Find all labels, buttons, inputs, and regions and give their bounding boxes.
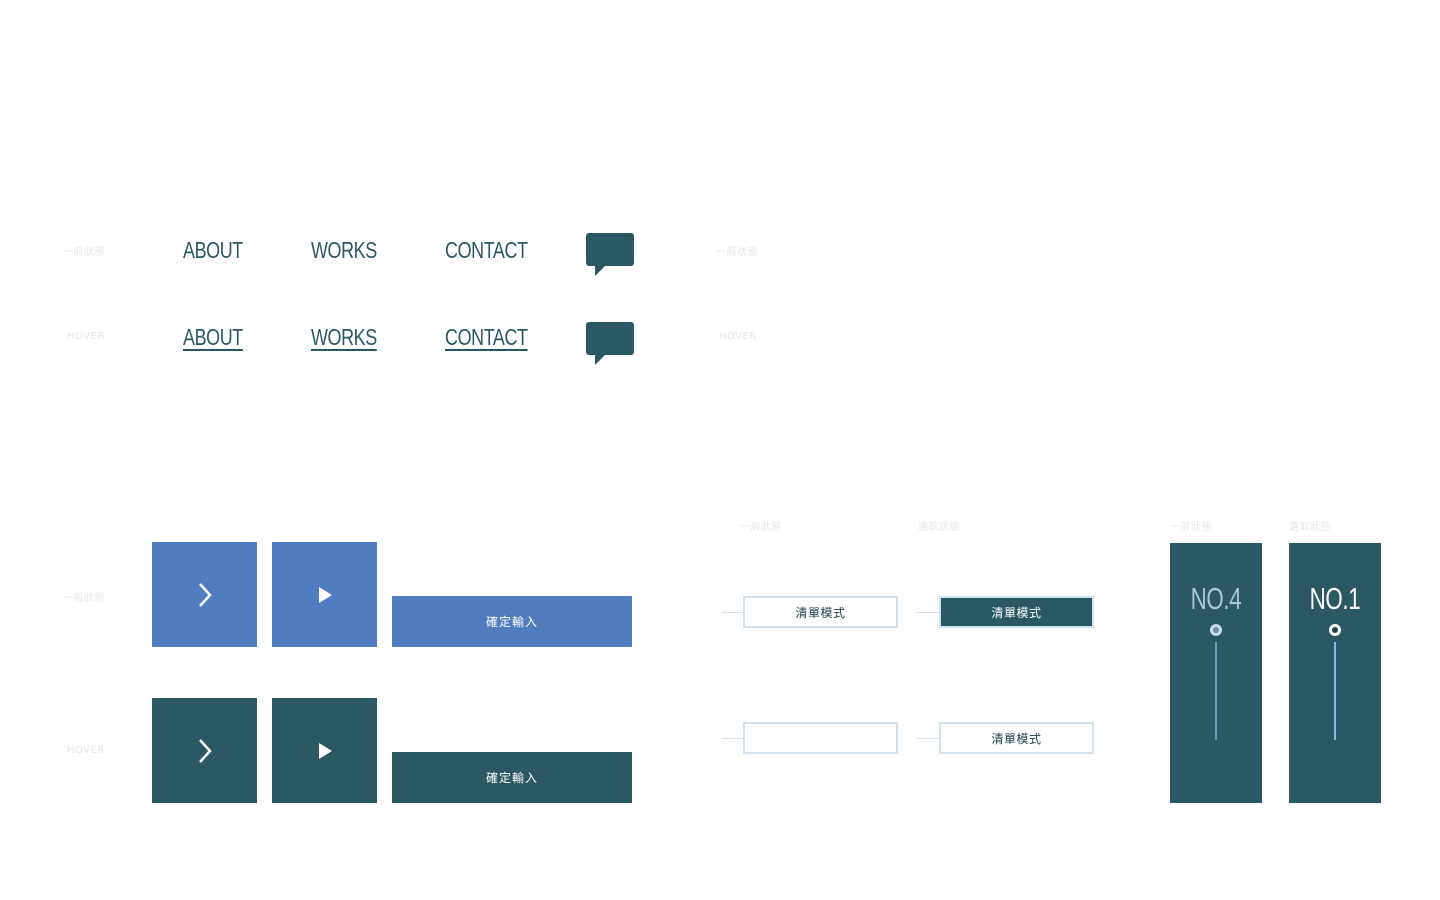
state-label-hover-buttons: HOVER	[67, 745, 105, 756]
state-label-hover: HOVER	[67, 331, 105, 342]
state-label-normal: 一般狀態	[63, 247, 105, 258]
confirm-button[interactable]: 確定輸入	[392, 596, 632, 647]
list-mode-button[interactable]: 清單模式	[743, 596, 898, 628]
chevron-right-icon	[198, 582, 212, 607]
nav-works-link-hover[interactable]: WORKS	[311, 324, 377, 350]
state-label-normal-right: 一般狀態	[716, 247, 758, 258]
confirm-button-hover[interactable]: 確定輸入	[392, 752, 632, 803]
indicator-dot-icon-active	[1329, 624, 1341, 636]
state-label-normal-number: 一般狀態	[1170, 522, 1212, 533]
play-icon	[318, 742, 332, 759]
indicator-dot-icon	[1210, 624, 1222, 636]
next-button-hover[interactable]	[152, 698, 257, 803]
state-label-normal-buttons: 一般狀態	[63, 593, 105, 604]
list-mode-button-selected[interactable]: 清單模式	[939, 596, 1094, 628]
state-label-selected-list: 選取狀態	[918, 522, 960, 533]
list-connector-line-selected	[917, 612, 949, 613]
nav-about-link[interactable]: ABOUT	[183, 237, 243, 263]
list-connector-line-outline	[917, 738, 949, 739]
indicator-rail	[1215, 642, 1217, 740]
indicator-rail-active	[1334, 642, 1336, 740]
speech-bubble-icon[interactable]	[586, 233, 634, 277]
state-label-selected-number: 選取狀態	[1289, 522, 1331, 533]
number-card-inactive[interactable]: NO.4	[1170, 543, 1262, 803]
number-card-label-active: NO.1	[1309, 581, 1361, 616]
state-label-normal-list: 一般狀態	[740, 522, 782, 533]
speech-bubble-icon-hover[interactable]	[586, 322, 634, 366]
nav-contact-link-hover[interactable]: CONTACT	[445, 324, 528, 350]
play-button[interactable]	[272, 542, 377, 647]
list-connector-line	[722, 612, 754, 613]
state-label-hover-right: HOVER	[719, 331, 757, 342]
play-icon	[318, 586, 332, 603]
number-card-label: NO.4	[1190, 581, 1242, 616]
nav-about-link-hover[interactable]: ABOUT	[183, 324, 243, 350]
list-mode-button-empty[interactable]	[743, 722, 898, 754]
list-connector-line-empty	[722, 738, 754, 739]
chevron-right-icon	[198, 738, 212, 763]
nav-contact-link[interactable]: CONTACT	[445, 237, 528, 263]
nav-works-link[interactable]: WORKS	[311, 237, 377, 263]
list-mode-button-outline[interactable]: 清單模式	[939, 722, 1094, 754]
next-button[interactable]	[152, 542, 257, 647]
number-card-active[interactable]: NO.1	[1289, 543, 1381, 803]
play-button-hover[interactable]	[272, 698, 377, 803]
